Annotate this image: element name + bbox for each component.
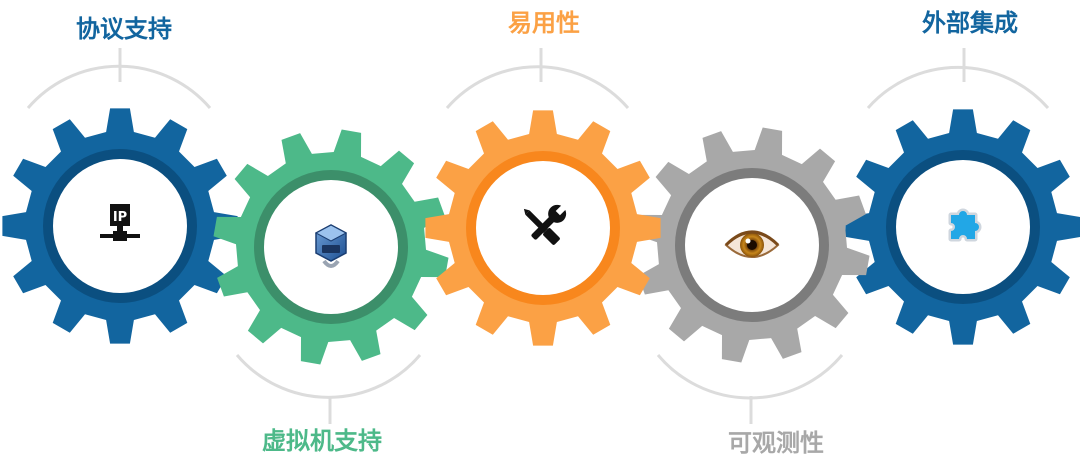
- label-usability: 易用性: [508, 9, 580, 37]
- ip-icon-text: IP: [113, 210, 127, 225]
- ip-network-icon: IP: [100, 204, 140, 241]
- arc-usability: [445, 65, 630, 109]
- connector-arcs: [26, 64, 1050, 400]
- label-observability: 可观测性: [728, 429, 824, 457]
- virtualbox-icon: [314, 224, 348, 268]
- arc-integration: [866, 65, 1050, 109]
- arc-observability: [656, 354, 844, 400]
- eye-icon: [724, 230, 780, 258]
- label-external-integration: 外部集成: [922, 9, 1018, 37]
- puzzle-icon: [948, 208, 982, 242]
- wrench-screwdriver-icon: [523, 203, 568, 245]
- label-protocol-support: 协议支持: [76, 15, 172, 43]
- arc-virtualization: [235, 354, 422, 399]
- label-virtualization-support: 虚拟机支持: [262, 427, 382, 455]
- connector-stems: [118, 48, 966, 424]
